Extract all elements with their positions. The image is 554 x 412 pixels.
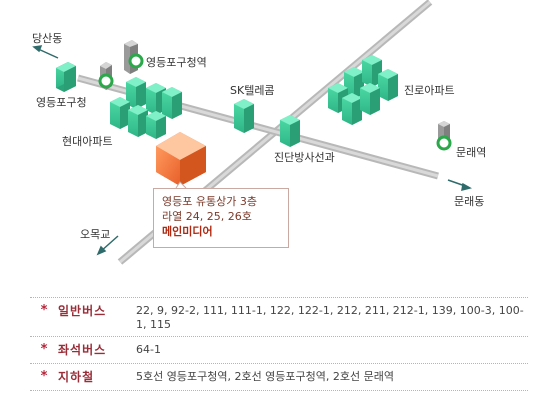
label-ydp-station: 영등포구청역 [146,56,207,69]
label-ydp-office: 영등포구청 [36,96,87,109]
callout-line-2: 라열 24, 25, 26호 [162,210,252,223]
callout-line-1: 영등포 유통상가 3층 [162,195,257,208]
building-ydp-office [56,62,76,92]
building-jindan [280,115,300,147]
bullet-star-icon: * [40,369,48,384]
callout-pointer [175,181,187,189]
buildings [56,40,450,186]
area-map: 당산동 영등포구청역 영등포구청 현대아파트 SK텔레콤 진로아파트 진단방사선… [32,0,486,265]
subway-station-icon [128,53,144,69]
bullet-star-icon: * [40,303,48,318]
transit-row-subway: * 지하철 5호선 영등포구청역, 2호선 영등포구청역, 2호선 문래역 [30,363,528,391]
bullet-star-icon: * [40,342,48,357]
label-mullae-station: 문래역 [456,146,486,159]
transit-value: 64-1 [136,343,161,356]
transit-label: 일반버스 [58,304,107,318]
transit-info: * 일반버스 22, 9, 92-2, 111, 111-1, 122, 122… [30,297,528,391]
transit-label: 지하철 [58,370,95,384]
label-hyundai-apt: 현대아파트 [62,135,113,148]
target-building [156,132,206,186]
label-jindan: 진단방사선과 [274,151,335,164]
transit-label: 좌석버스 [58,343,107,357]
building-sk-telecom [234,99,254,133]
label-sk-telecom: SK텔레콤 [230,84,275,97]
label-jinro-apt: 진로아파트 [404,84,455,97]
label-dangsan: 당산동 [32,32,62,45]
transit-value: 22, 9, 92-2, 111, 111-1, 122, 122-1, 212… [136,304,524,331]
callout-company-name: 메인미디어 [162,225,213,238]
transit-row-bus: * 일반버스 22, 9, 92-2, 111, 111-1, 122, 122… [30,297,528,336]
transit-row-seat-bus: * 좌석버스 64-1 [30,336,528,363]
subway-station-icon [98,73,114,89]
direction-arrows [32,45,472,256]
subway-station-icon [436,135,452,151]
label-omokgyo: 오목교 [80,228,110,241]
label-mullae-dong: 문래동 [454,195,484,208]
building-jinro-apt [328,55,398,125]
map-labels: 당산동 영등포구청역 영등포구청 현대아파트 SK텔레콤 진로아파트 진단방사선… [32,32,486,241]
transit-value: 5호선 영등포구청역, 2호선 영등포구청역, 2호선 문래역 [136,370,394,383]
station-markers [98,53,452,151]
location-callout: 영등포 유통상가 3층 라열 24, 25, 26호 메인미디어 [153,188,289,248]
building-hyundai-apt [110,77,182,139]
